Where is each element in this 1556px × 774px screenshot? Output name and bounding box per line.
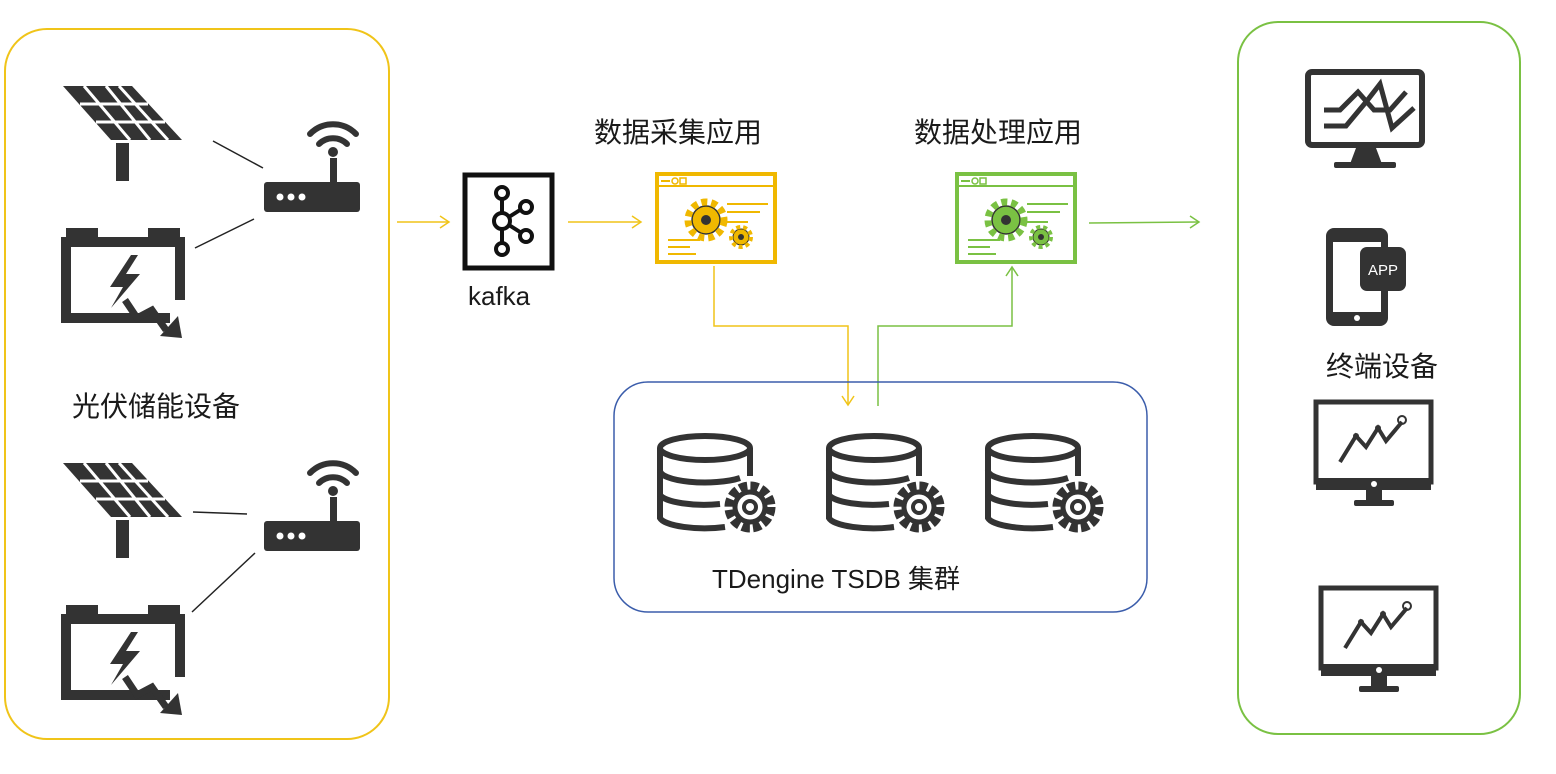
terminals-label: 终端设备 bbox=[1326, 350, 1439, 383]
devices-container bbox=[4, 28, 390, 740]
monitor-chart-icon bbox=[1305, 69, 1425, 168]
monitor-chart-icon bbox=[1321, 588, 1436, 692]
kafka-icon bbox=[462, 172, 555, 271]
phone-app-icon: APP bbox=[1326, 228, 1406, 326]
kafka-label: kafka bbox=[468, 281, 531, 311]
monitor-chart-icon bbox=[1316, 402, 1431, 506]
app-window-icon bbox=[657, 174, 775, 262]
router-icon bbox=[264, 463, 360, 551]
app-badge-label: APP bbox=[1368, 262, 1398, 279]
devices-label: 光伏储能设备 bbox=[72, 390, 241, 423]
solar-panel-icon bbox=[61, 84, 184, 183]
collect-app-label: 数据采集应用 bbox=[594, 116, 763, 149]
router-icon bbox=[264, 124, 360, 212]
process-app-label: 数据处理应用 bbox=[914, 116, 1083, 149]
terminals-container bbox=[1237, 21, 1521, 735]
database-gear-icon bbox=[660, 436, 770, 528]
cluster-container bbox=[613, 381, 1148, 613]
cluster-label: TDengine TSDB 集群 bbox=[712, 564, 961, 594]
battery-icon bbox=[66, 228, 182, 338]
battery-icon bbox=[66, 605, 182, 715]
solar-panel-icon bbox=[61, 461, 184, 560]
database-gear-icon bbox=[988, 436, 1098, 528]
database-gear-icon bbox=[829, 436, 939, 528]
app-window-icon bbox=[957, 174, 1075, 262]
